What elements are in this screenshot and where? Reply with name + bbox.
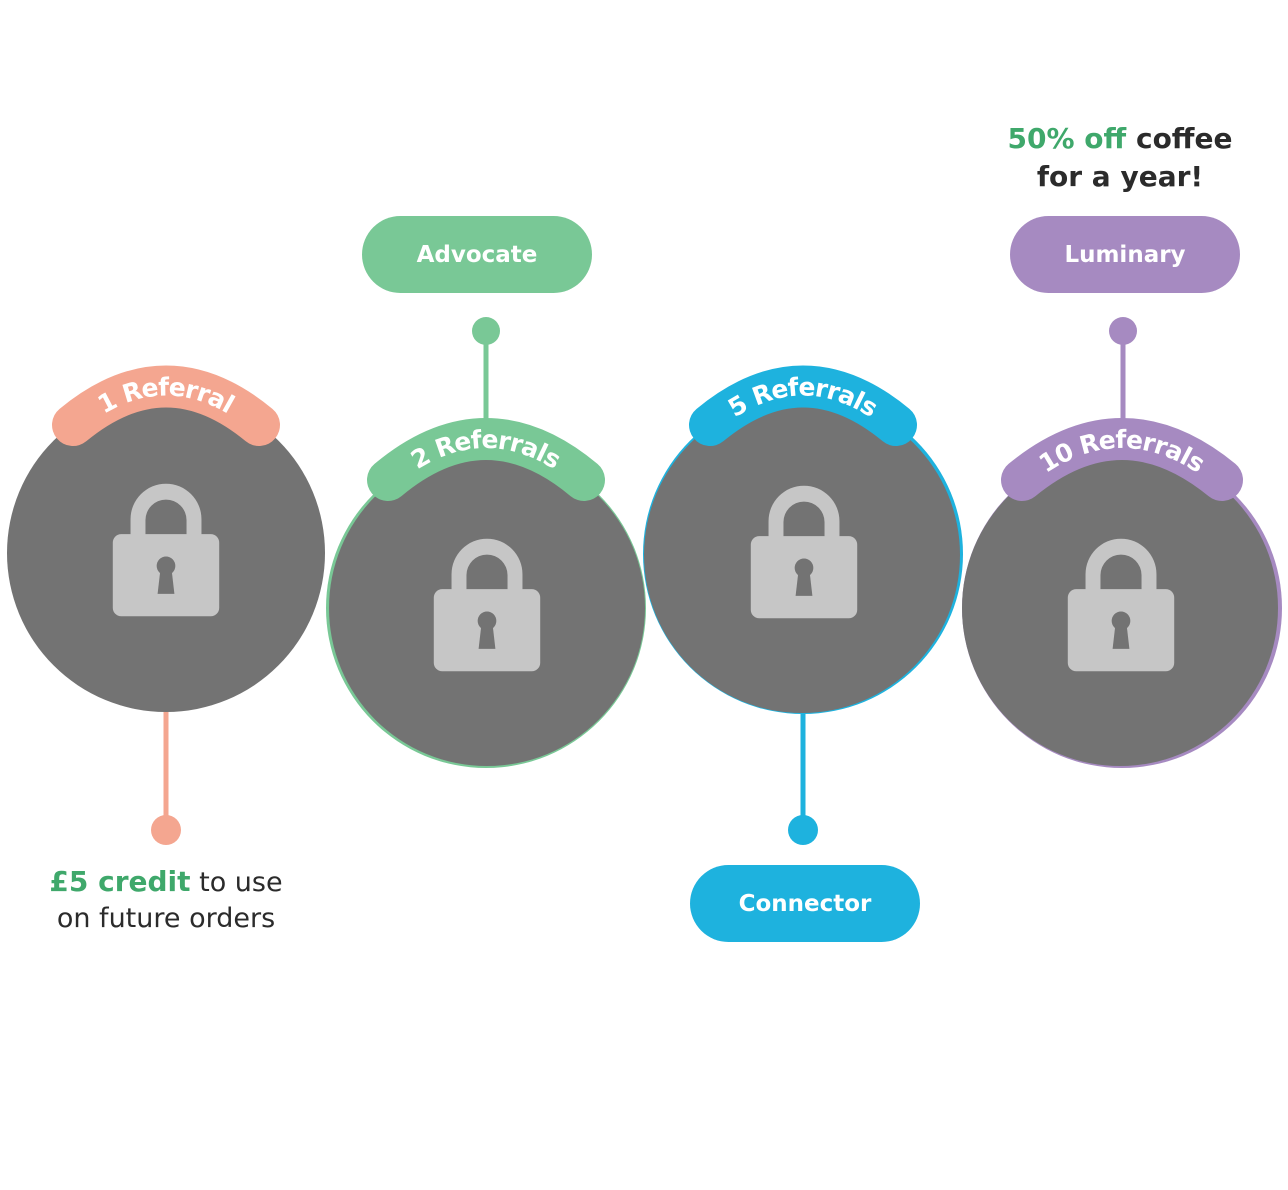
- tier-4-title: Luminary: [1064, 242, 1185, 268]
- tier-3-title: Connector: [739, 891, 872, 917]
- tier-4-reward-rest: coffee: [1126, 122, 1232, 155]
- tier-3-connector-dot: [788, 815, 818, 845]
- tier-4-reward-highlight: 50% off: [1008, 122, 1127, 155]
- tier-1-reward-line2: on future orders: [57, 903, 275, 934]
- tier-4: Luminary 10 Referrals: [962, 216, 1282, 768]
- svg-text:£5 credit to use: £5 credit to use: [49, 865, 282, 898]
- tier-4-badge: [1001, 418, 1243, 501]
- tier-4-connector-dot: [1109, 317, 1137, 345]
- tier-1-badge: [52, 365, 280, 446]
- tier-1-reward-rest: to use: [191, 867, 283, 898]
- tier-2: Advocate 2 Referrals: [326, 216, 646, 768]
- tier-4-title-pill: [1010, 216, 1240, 293]
- tier-1-reward: £5 credit to use on future orders: [49, 865, 282, 934]
- tier-1-reward-highlight: £5 credit: [49, 865, 190, 898]
- tier-2-connector-dot: [472, 317, 500, 345]
- svg-text:50% off coffee: 50% off coffee: [1008, 122, 1233, 155]
- tier-2-title: Advocate: [417, 242, 538, 268]
- tier-4-reward-line2: for a year!: [1037, 160, 1203, 193]
- tier-2-badge: [367, 418, 605, 501]
- tier-1: 1 Referral: [7, 365, 325, 845]
- tier-1-connector-dot: [151, 815, 181, 845]
- tier-4-reward: 50% off coffee for a year!: [1008, 122, 1233, 193]
- tier-3-badge: [689, 365, 917, 446]
- tier-3-title-pill: [690, 865, 920, 942]
- tier-2-title-pill: [362, 216, 592, 293]
- tier-3: Connector 5 Referrals: [643, 365, 963, 942]
